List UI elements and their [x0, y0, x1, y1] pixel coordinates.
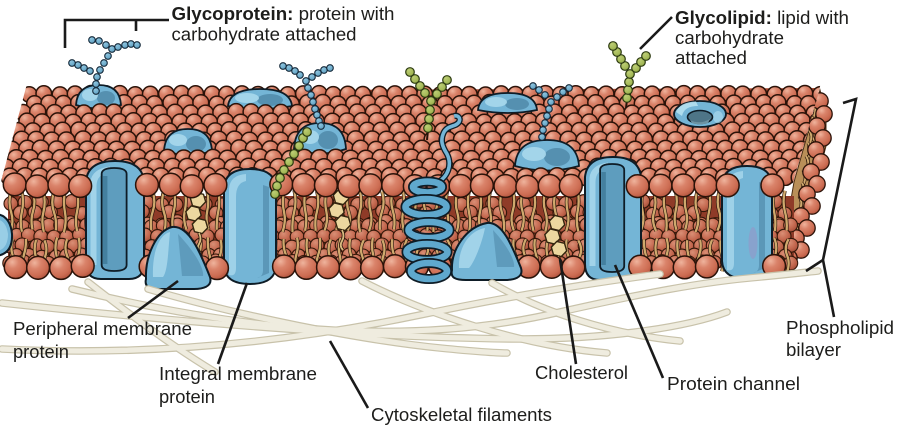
- svg-text:carbohydrate attached: carbohydrate attached: [172, 25, 357, 45]
- svg-text:protein: protein: [13, 342, 69, 362]
- svg-text:attached: attached: [675, 48, 747, 68]
- svg-text:Glycolipid: lipid with: Glycolipid: lipid with: [675, 8, 849, 28]
- svg-text:protein: protein: [159, 387, 215, 407]
- svg-text:carbohydrate: carbohydrate: [675, 28, 784, 48]
- svg-text:bilayer: bilayer: [786, 340, 841, 360]
- svg-text:Integral membrane: Integral membrane: [159, 364, 317, 384]
- svg-text:Protein channel: Protein channel: [667, 374, 800, 394]
- svg-text:Glycoprotein: protein with: Glycoprotein: protein with: [172, 4, 395, 24]
- svg-text:Cytoskeletal filaments: Cytoskeletal filaments: [371, 405, 552, 425]
- svg-text:Phospholipid: Phospholipid: [786, 318, 894, 338]
- svg-text:Cholesterol: Cholesterol: [535, 363, 628, 383]
- svg-text:Peripheral membrane: Peripheral membrane: [13, 319, 192, 339]
